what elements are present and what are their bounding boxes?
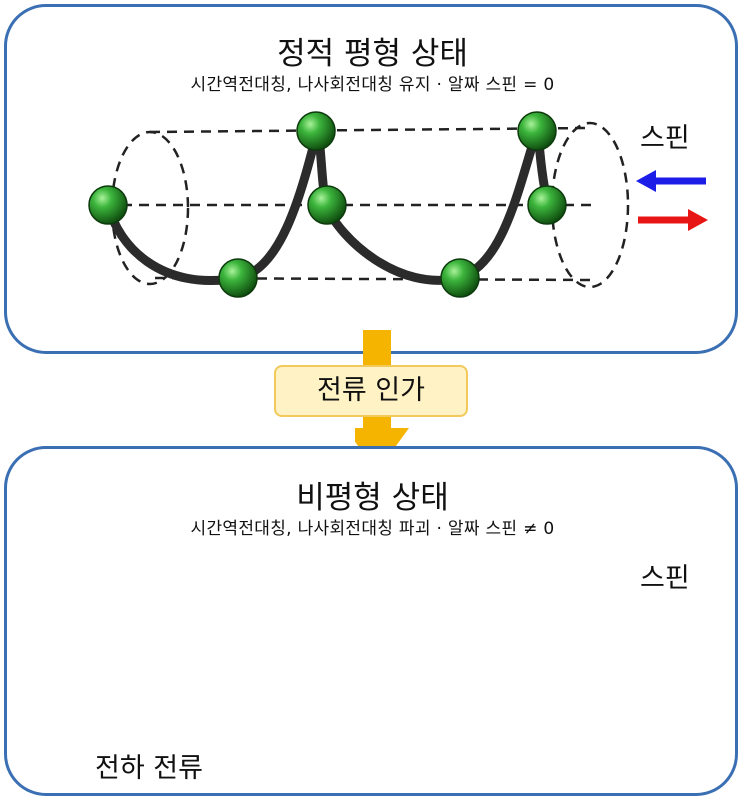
- spin-arrow-right-red: [638, 209, 708, 231]
- top-helix: [88, 111, 708, 298]
- atom: [517, 111, 557, 151]
- spin-arrow-left-blue: [636, 170, 706, 192]
- bottom-spin-label: 스핀: [640, 563, 690, 594]
- nonequilibrium-subtitle: 시간역전대칭, 나사회전대칭 파괴 · 알짜 스핀 ≠ 0: [190, 519, 555, 539]
- current-apply-label: 전류 인가: [274, 365, 468, 417]
- atom: [296, 111, 336, 151]
- atom: [218, 258, 258, 298]
- top-spin-label: 스핀: [640, 123, 690, 154]
- atom: [440, 258, 480, 298]
- atom: [88, 185, 128, 225]
- charge-current-label: 전하 전류: [95, 753, 203, 784]
- equilibrium-title: 정적 평형 상태: [277, 36, 468, 72]
- nonequilibrium-title: 비평형 상태: [296, 480, 449, 516]
- nonequilibrium-panel: [4, 446, 738, 796]
- atom: [527, 185, 567, 225]
- equilibrium-panel: [4, 4, 738, 354]
- atom: [307, 185, 347, 225]
- equilibrium-subtitle: 시간역전대칭, 나사회전대칭 유지 · 알짜 스핀 = 0: [190, 75, 555, 95]
